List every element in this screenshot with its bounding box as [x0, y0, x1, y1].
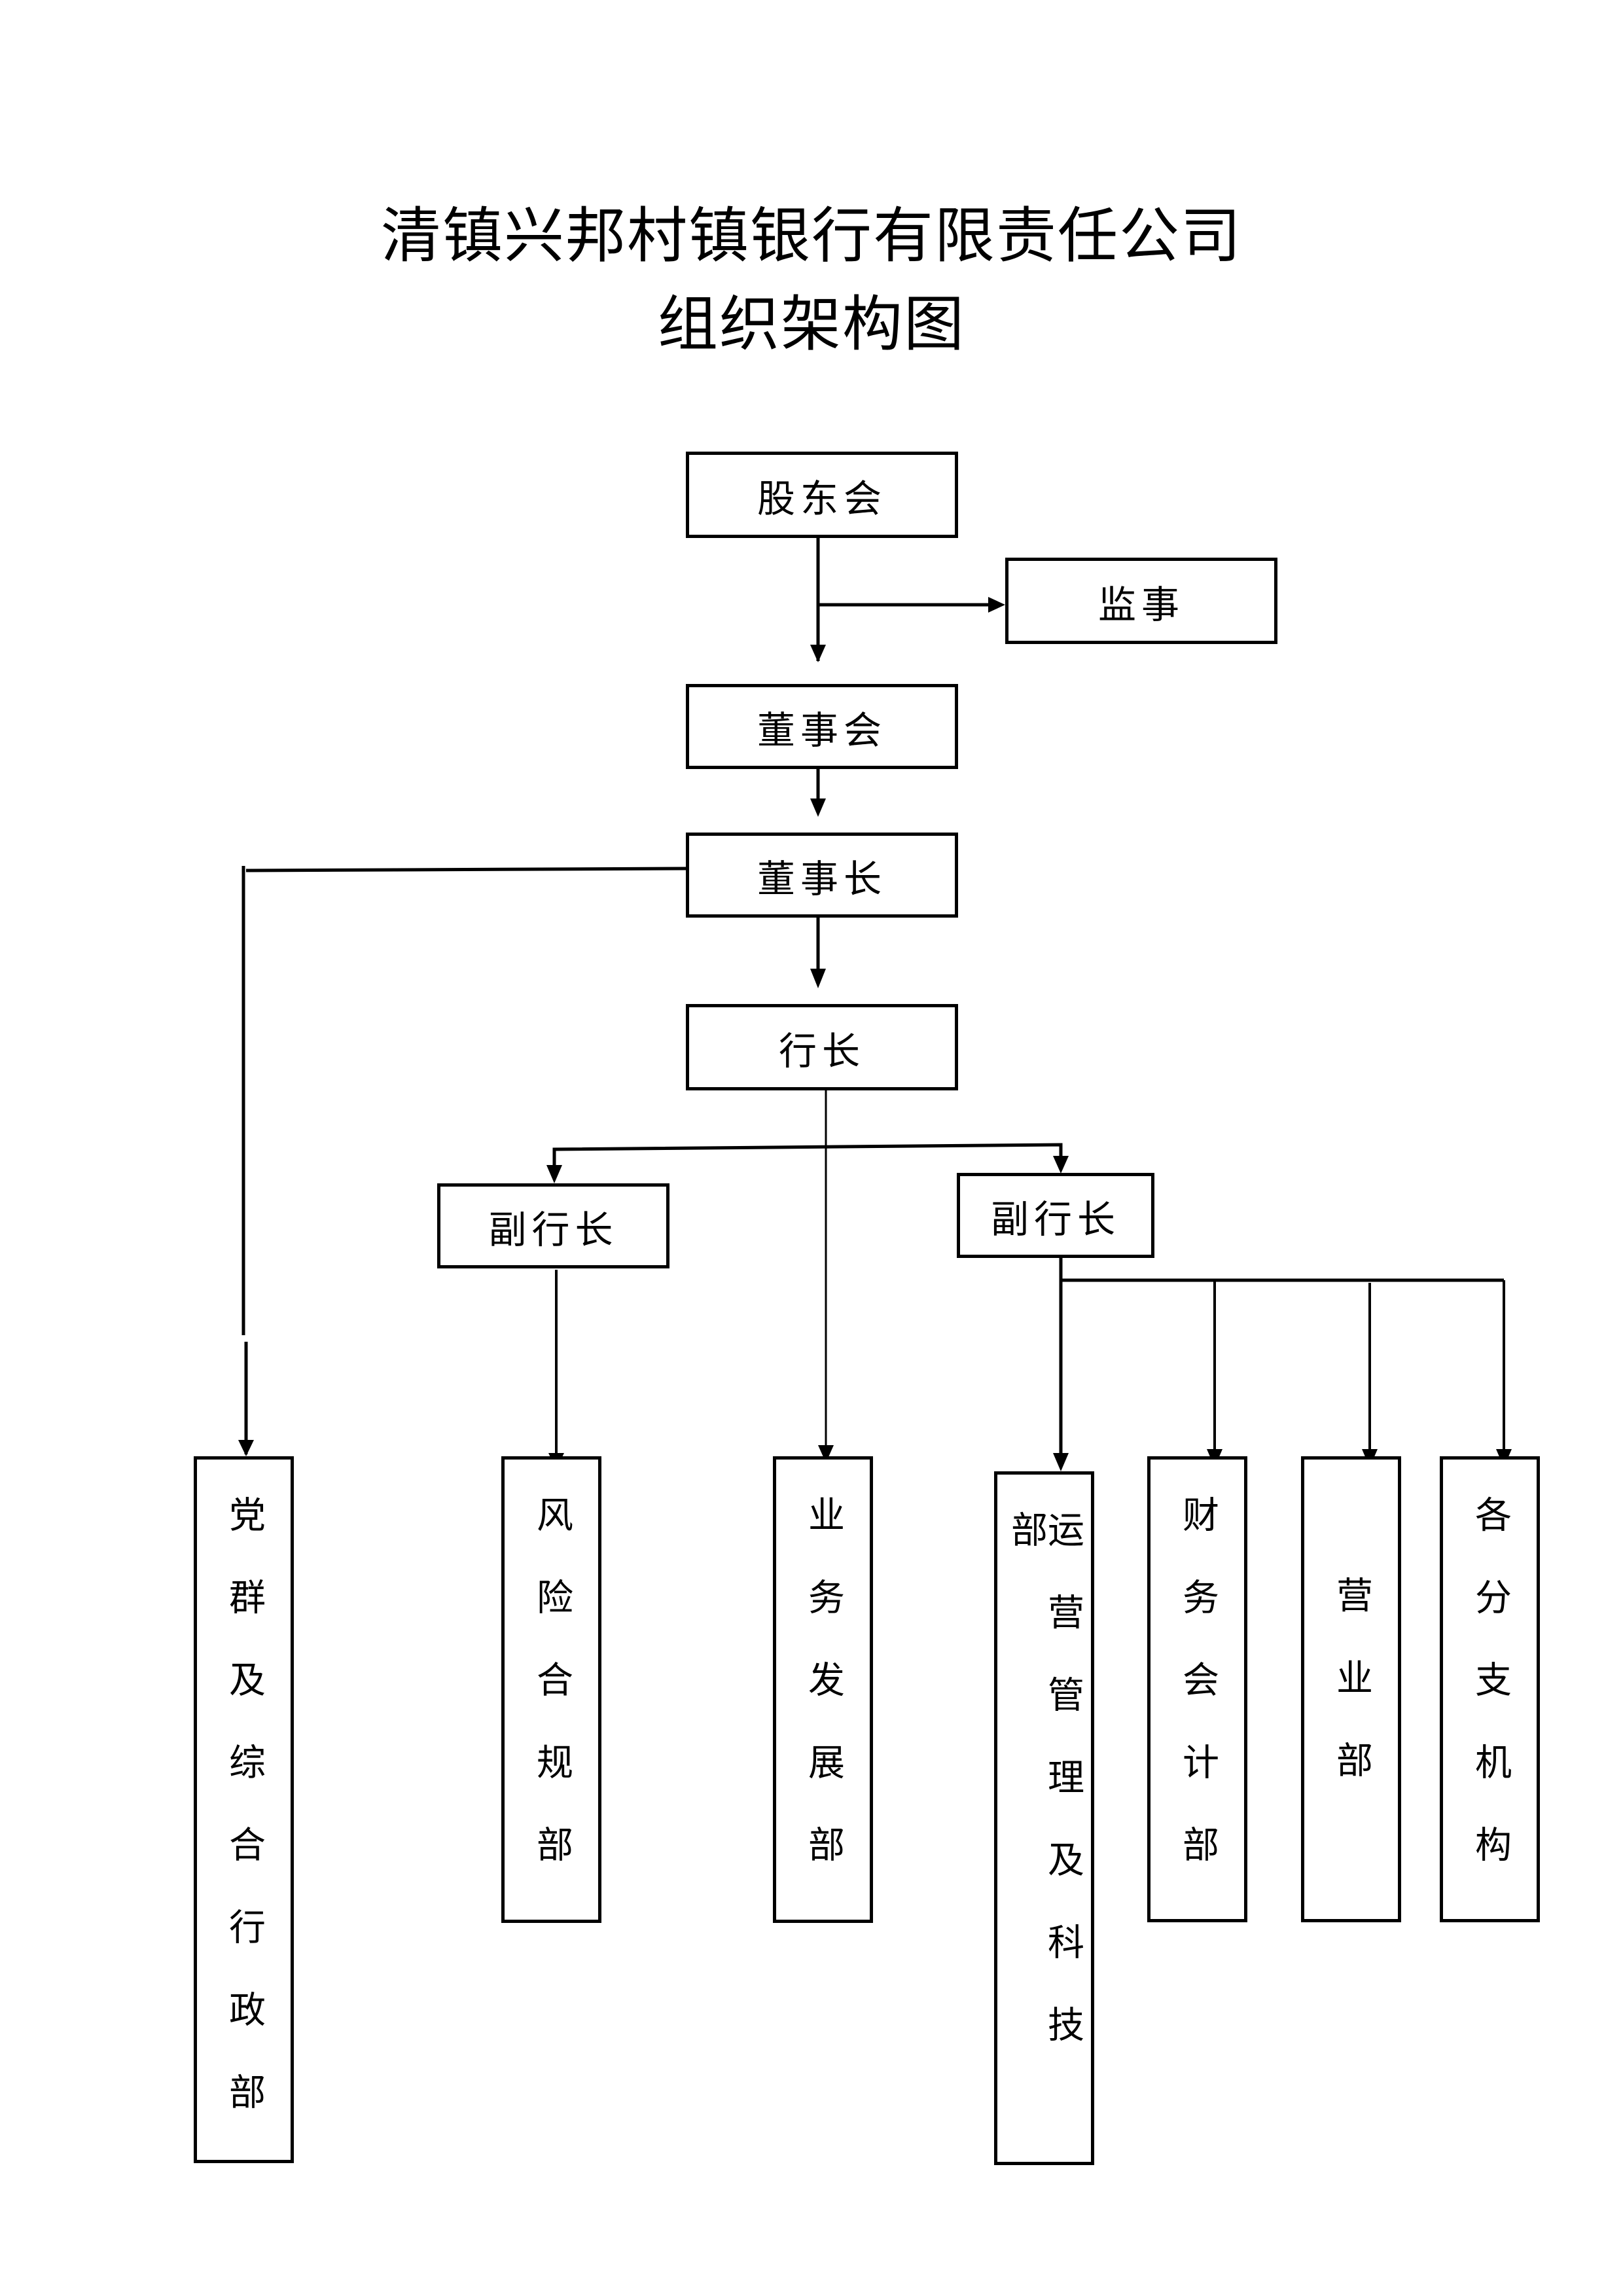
- node-vp-right[interactable]: 副行长: [957, 1173, 1154, 1258]
- node-label: 运营管理及科技部: [1005, 1511, 1084, 2088]
- connector-chairman-left: [245, 867, 687, 872]
- node-label: 财务会计部: [1176, 1496, 1219, 1908]
- node-finance[interactable]: 财务会计部: [1147, 1456, 1247, 1922]
- arrowhead-president: [810, 969, 826, 988]
- node-board[interactable]: 董事会: [686, 684, 958, 769]
- document-subtitle: 组织架构图: [657, 289, 965, 359]
- node-label: 党群及综合行政部: [223, 1496, 266, 2155]
- node-branches[interactable]: 各分支机构: [1440, 1456, 1540, 1922]
- node-label: 监事: [1097, 583, 1185, 627]
- node-label: 股东会: [757, 476, 887, 521]
- node-business-office[interactable]: 营业部: [1301, 1456, 1401, 1922]
- arrowhead-vp-right: [1053, 1156, 1069, 1174]
- node-shareholders[interactable]: 股东会: [686, 452, 958, 538]
- node-party-admin[interactable]: 党群及综合行政部: [194, 1456, 294, 2163]
- node-risk-compliance[interactable]: 风险合规部: [501, 1456, 601, 1923]
- node-label: 业务发展部: [802, 1496, 845, 1908]
- node-label: 各分支机构: [1469, 1496, 1512, 1908]
- arrowhead-vp-left: [546, 1165, 562, 1183]
- node-ops-tech[interactable]: 运营管理及科技部: [994, 1471, 1094, 2165]
- node-label: 董事会: [757, 708, 887, 753]
- document-title: 清镇兴邦村镇银行有限责任公司: [380, 201, 1242, 271]
- arrowhead-chairman: [810, 798, 826, 817]
- arrowhead-supervisor: [988, 597, 1005, 613]
- arrowhead-business-dev: [818, 1445, 834, 1463]
- node-label: 营业部: [1330, 1576, 1373, 1823]
- node-vp-left[interactable]: 副行长: [437, 1183, 669, 1268]
- node-president[interactable]: 行长: [686, 1004, 958, 1090]
- node-business-dev[interactable]: 业务发展部: [773, 1456, 873, 1923]
- node-chairman[interactable]: 董事长: [686, 833, 958, 918]
- connector-vp-bar: [552, 1143, 1063, 1166]
- node-label: 副行长: [488, 1208, 618, 1252]
- node-label: 董事长: [757, 857, 887, 901]
- node-label: 副行长: [990, 1197, 1120, 1242]
- arrowhead-ops-tech: [1053, 1453, 1069, 1471]
- node-supervisor[interactable]: 监事: [1005, 558, 1277, 644]
- node-label: 行长: [778, 1029, 865, 1073]
- arrowhead-party-admin: [238, 1440, 254, 1456]
- node-label: 风险合规部: [530, 1496, 573, 1908]
- arrowhead-board: [810, 645, 826, 662]
